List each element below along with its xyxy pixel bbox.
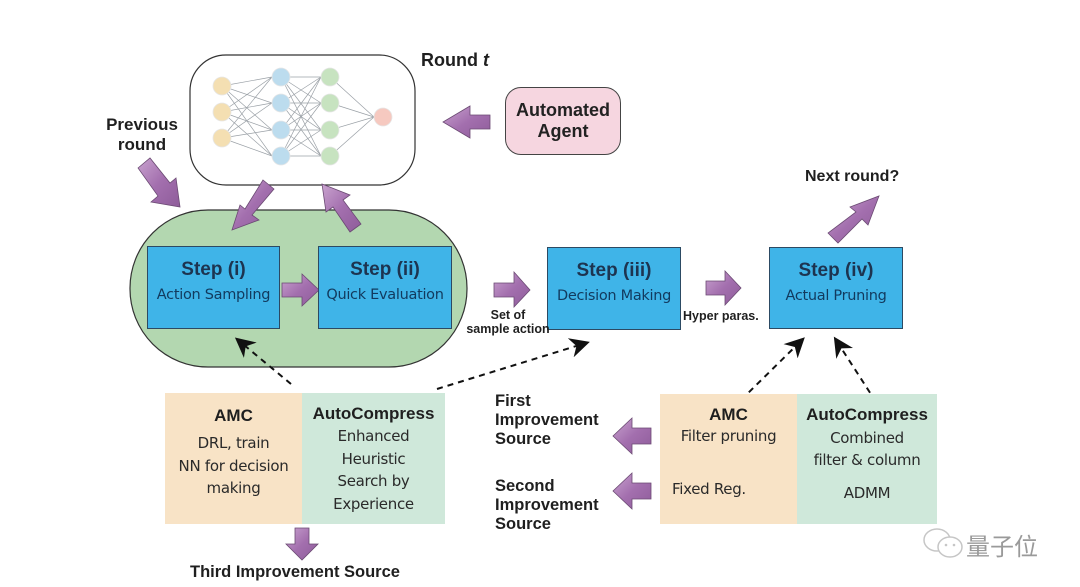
- arrow-third-improvement: [285, 527, 319, 561]
- agent-line2: Agent: [537, 121, 589, 141]
- right-autocompress-header: AutoCompress: [806, 405, 928, 424]
- arrow-step-i-to-step-ii: [281, 273, 320, 307]
- nn-node: [373, 107, 393, 127]
- dashed-arrow-amc-to-step-iv: [740, 337, 805, 401]
- left-amc-text: DRL, train NN for decision making: [165, 432, 302, 500]
- round-label: Round t: [421, 50, 489, 71]
- nn-node: [212, 102, 232, 122]
- nn-node: [320, 67, 340, 87]
- round-variable: t: [482, 50, 489, 70]
- nn-node: [212, 128, 232, 148]
- previous-round-label: Previous round: [100, 115, 184, 154]
- agent-line1: Automated: [516, 100, 610, 120]
- step-i-desc: Action Sampling: [156, 287, 271, 303]
- left-amc-line: NN for decision: [178, 456, 289, 475]
- nn-node: [320, 120, 340, 140]
- left-amc-line: DRL, train: [197, 434, 270, 452]
- previous-round-line2: round: [117, 134, 167, 154]
- first-line: First: [495, 392, 531, 410]
- automated-agent-box: Automated Agent: [505, 87, 621, 155]
- right-amc-row1: Filter pruning: [680, 427, 777, 445]
- left-autocompress-line: Heuristic: [341, 449, 406, 468]
- set-of-line2: sample action: [466, 322, 550, 337]
- second-improvement-source: Second Improvement Source: [495, 477, 599, 534]
- nn-connection: [280, 102, 322, 157]
- left-amc-header: AMC: [214, 406, 253, 425]
- nn-connection: [329, 116, 375, 157]
- nn-node: [271, 93, 291, 113]
- right-comparison-table: AMC Filter pruning Fixed Reg. AutoCompre…: [660, 394, 937, 524]
- step-iv-box: Step (iv) Actual Pruning: [769, 247, 903, 329]
- arrow-second-improvement: [612, 472, 652, 510]
- next-round-label: Next round?: [805, 168, 900, 185]
- step-iii-desc: Decision Making: [556, 288, 672, 304]
- hyper-paras-label: Hyper paras.: [683, 309, 759, 323]
- left-amc-line: making: [206, 479, 261, 497]
- nn-node: [320, 93, 340, 113]
- left-autocompress-cell: AutoCompress Enhanced Heuristic Search b…: [302, 393, 445, 524]
- dashed-arrow-to-step-iii: [436, 338, 590, 390]
- nn-connection: [221, 76, 273, 113]
- nn-connection: [221, 76, 273, 139]
- step-i-box: Step (i) Action Sampling: [147, 246, 280, 329]
- step-iv-title: Step (iv): [798, 260, 874, 281]
- nn-connection: [280, 76, 322, 157]
- wechat-watermark-icon: [923, 528, 963, 558]
- first-line: Source: [495, 429, 551, 448]
- nn-node: [271, 146, 291, 166]
- watermark-text: 量子位: [966, 533, 1038, 561]
- right-amc-header: AMC: [709, 405, 748, 424]
- right-autocompress-row1: Combined filter & column: [797, 428, 937, 472]
- arrow-next-round: [827, 195, 880, 244]
- left-autocompress-line: Experience: [333, 494, 414, 513]
- first-line: Improvement: [495, 410, 599, 429]
- right-autocompress-row2: ADMM: [843, 483, 891, 502]
- nn-node: [271, 120, 291, 140]
- arrow-step-ii-to-step-iii: [493, 270, 531, 309]
- neural-network-icon: [212, 67, 393, 166]
- second-line: Second: [495, 477, 555, 495]
- nn-node: [212, 76, 232, 96]
- step-i-title: Step (i): [181, 259, 246, 280]
- arrow-agent-to-network: [442, 105, 491, 139]
- nn-connection: [280, 76, 322, 131]
- previous-round-line1: Previous: [106, 115, 178, 134]
- step-iii-box: Step (iii) Decision Making: [547, 247, 681, 330]
- set-of-sample-action-label: Set of sample action: [458, 308, 558, 337]
- second-line: Improvement: [495, 495, 599, 514]
- first-improvement-source: First Improvement Source: [495, 392, 599, 449]
- right-autocompress-line: Combined: [830, 429, 904, 447]
- step-iii-title: Step (iii): [576, 260, 652, 281]
- step-iv-desc: Actual Pruning: [785, 288, 887, 304]
- arrow-first-improvement: [612, 417, 652, 455]
- nn-node: [271, 67, 291, 87]
- step-ii-desc: Quick Evaluation: [326, 287, 444, 303]
- left-autocompress-text: Enhanced Heuristic Search by Experience: [302, 425, 445, 515]
- right-autocompress-line: filter & column: [813, 450, 921, 469]
- dashed-arrow-autocompress-to-step-iv: [833, 336, 877, 403]
- arrow-network-to-step-i: [231, 179, 275, 231]
- nn-connection: [221, 102, 273, 139]
- right-amc-row2: Fixed Reg.: [672, 480, 746, 498]
- left-comparison-table: AMC DRL, train NN for decision making Au…: [165, 393, 445, 524]
- left-autocompress-header: AutoCompress: [312, 404, 435, 423]
- step-ii-box: Step (ii) Quick Evaluation: [318, 246, 452, 329]
- arrow-previous-round: [137, 157, 181, 208]
- nn-node: [320, 146, 340, 166]
- arrow-step-iii-to-step-iv: [705, 269, 742, 307]
- set-of-line1: Set of: [490, 308, 526, 322]
- arrow-step-ii-to-network: [321, 183, 362, 233]
- left-amc-cell: AMC DRL, train NN for decision making: [165, 393, 302, 524]
- right-amc-cell: AMC Filter pruning Fixed Reg.: [660, 394, 797, 524]
- left-autocompress-line: Search by: [337, 472, 410, 490]
- nn-connection: [329, 76, 375, 118]
- step-ii-title: Step (ii): [350, 259, 420, 280]
- right-autocompress-cell: AutoCompress Combined filter & column AD…: [797, 394, 937, 524]
- left-autocompress-line: Enhanced: [337, 427, 410, 445]
- second-line: Source: [495, 514, 551, 533]
- dashed-arrow-to-step-i: [234, 337, 292, 385]
- round-label-text: Round: [421, 50, 483, 70]
- third-improvement-source: Third Improvement Source: [190, 563, 400, 581]
